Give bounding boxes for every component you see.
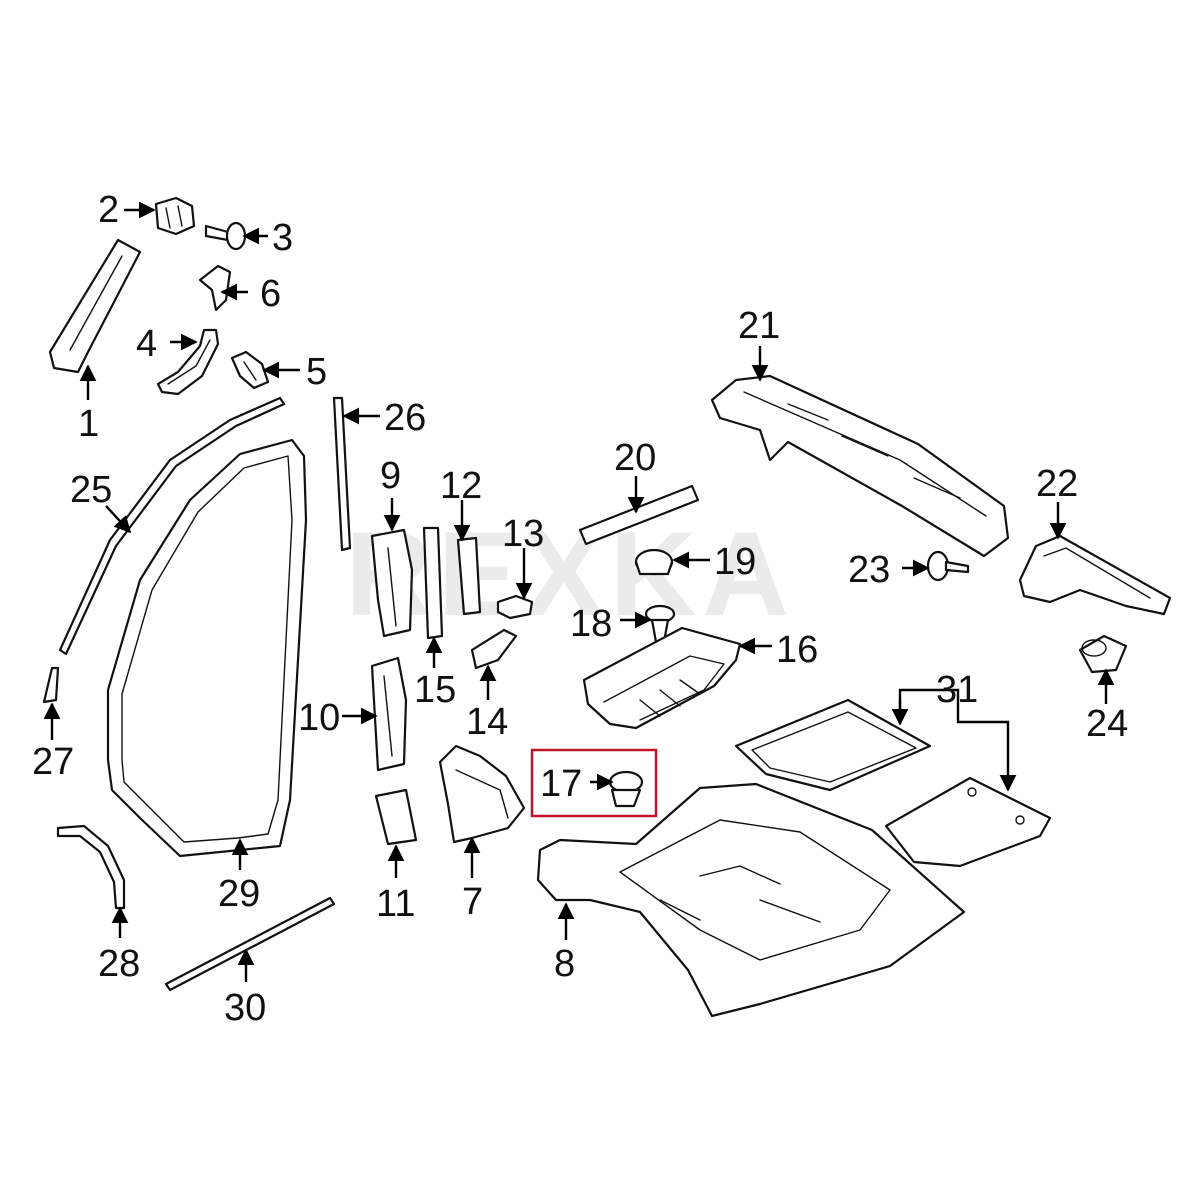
part-25-weatherstrip[interactable] — [58, 396, 286, 656]
callout-29: 29 — [218, 873, 260, 915]
callout-15: 15 — [414, 669, 456, 711]
callout-18: 18 — [570, 603, 612, 645]
part-5-bolt[interactable] — [230, 350, 270, 390]
part-13-bolt[interactable] — [496, 594, 534, 620]
part-17-push-clip[interactable] — [608, 770, 644, 808]
part-27-trim[interactable] — [42, 666, 60, 704]
callout-26: 26 — [384, 397, 426, 439]
part-20-strip[interactable] — [578, 484, 700, 546]
callout-7: 7 — [462, 881, 483, 923]
callout-22: 22 — [1036, 463, 1078, 505]
callout-9: 9 — [380, 455, 401, 497]
callout-1: 1 — [78, 403, 99, 445]
callout-4: 4 — [136, 323, 157, 365]
highlight-box — [530, 748, 658, 818]
part-6-cap[interactable] — [198, 264, 232, 312]
callout-8: 8 — [554, 943, 575, 985]
part-23-screw[interactable] — [926, 550, 970, 582]
watermark-text: REXKA — [345, 507, 795, 641]
part-15-trim-strip[interactable] — [422, 526, 444, 640]
callout-5: 5 — [306, 351, 327, 393]
callout-13: 13 — [502, 513, 544, 555]
callout-23: 23 — [848, 549, 890, 591]
part-7-kick-panel[interactable] — [438, 744, 526, 844]
callout-27: 27 — [32, 741, 74, 783]
part-24-plug[interactable] — [1078, 634, 1128, 674]
callout-25: 25 — [70, 469, 112, 511]
part-16-storage-tray[interactable] — [582, 626, 742, 730]
part-21-sill-plate[interactable] — [710, 374, 1010, 558]
callout-20: 20 — [614, 437, 656, 479]
callout-21: 21 — [738, 305, 780, 347]
callout-28: 28 — [98, 943, 140, 985]
callout-labels: 1 2 3 4 5 6 7 8 9 10 11 12 13 14 15 16 1… — [32, 189, 1128, 1029]
callout-31: 31 — [936, 669, 978, 711]
part-2-clip[interactable] — [154, 196, 196, 236]
part-31-floor-mat-front[interactable] — [734, 698, 932, 792]
part-3-screw[interactable] — [204, 221, 247, 251]
part-22-bracket-panel[interactable] — [1018, 534, 1172, 616]
callout-12: 12 — [440, 465, 482, 507]
callout-16: 16 — [776, 629, 818, 671]
callout-11: 11 — [376, 883, 415, 925]
leader-lines — [43, 201, 1115, 982]
part-30-sill-strip[interactable] — [164, 896, 336, 992]
part-10-b-pillar-lower[interactable] — [370, 656, 408, 772]
callout-14: 14 — [466, 701, 508, 743]
part-19-plug[interactable] — [634, 548, 674, 576]
callout-10: 10 — [298, 697, 340, 739]
callout-19: 19 — [714, 541, 756, 583]
part-31-floor-mat-rear[interactable] — [884, 776, 1052, 868]
part-26-strip[interactable] — [332, 396, 352, 552]
part-1-a-pillar-trim[interactable] — [48, 238, 142, 374]
callout-2: 2 — [98, 189, 119, 231]
callout-30: 30 — [224, 987, 266, 1029]
part-14-cover[interactable] — [470, 628, 518, 670]
part-9-b-pillar-upper[interactable] — [370, 528, 414, 638]
callout-17: 17 — [540, 763, 582, 805]
part-4-grab-handle[interactable] — [156, 328, 220, 396]
callout-24: 24 — [1086, 703, 1128, 745]
callout-6: 6 — [260, 273, 281, 315]
part-8-floor-insulator[interactable] — [536, 782, 966, 1018]
part-11-lower-trim[interactable] — [374, 788, 418, 846]
part-28-curved-strip[interactable] — [56, 824, 126, 910]
callout-3: 3 — [272, 217, 293, 259]
part-29-door-seal[interactable] — [106, 438, 308, 858]
